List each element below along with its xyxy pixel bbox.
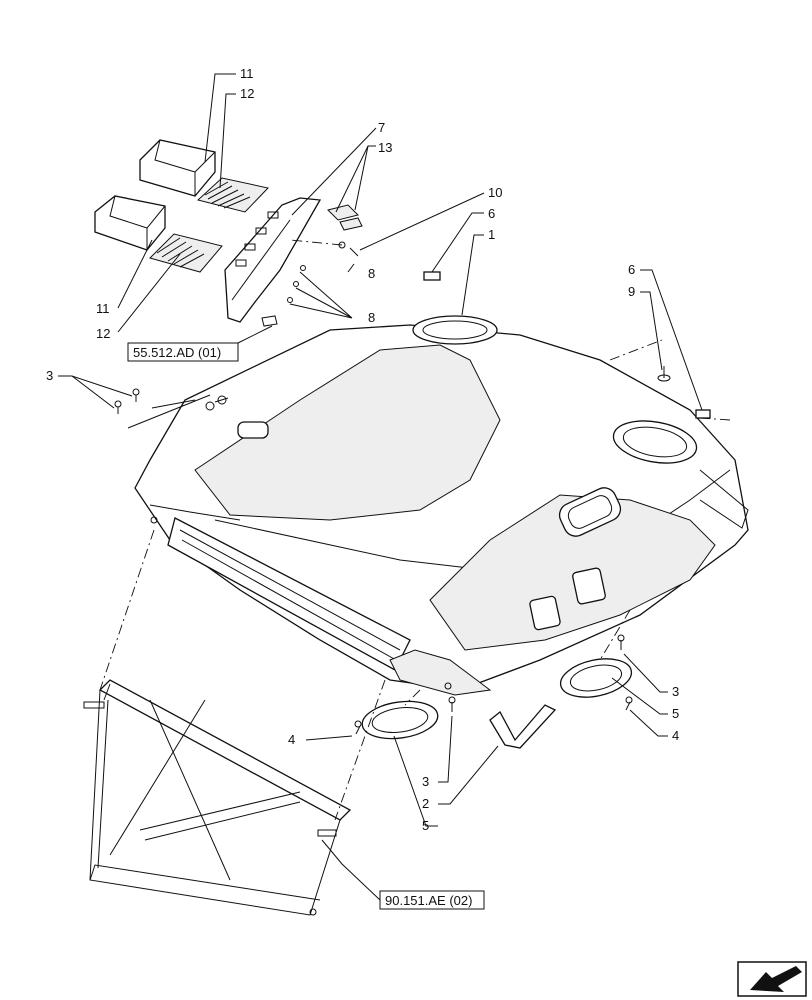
callout-8-lower: 8 [368,310,375,325]
callout-11-top: 11 [240,66,254,81]
fasteners [114,241,711,429]
callout-6-right: 6 [628,262,635,277]
callout-13: 13 [378,140,392,155]
frame-assembly [83,679,352,916]
callout-4-left: 4 [288,732,295,747]
callout-12-bottom: 12 [96,326,110,341]
alignment-lines [99,239,731,821]
callout-12-top: 12 [240,86,254,101]
callout-5-right: 5 [672,706,679,721]
air-vent-upper [139,139,269,213]
reference-link-90-151-ae[interactable]: 90.151.AE (02) [379,890,485,910]
reference-label-ae: 90.151.AE (02) [385,893,472,908]
bracket-part-7 [224,197,363,323]
callout-11-bottom: 11 [96,301,110,316]
speaker-grille-right [559,658,633,698]
air-vent-lower [94,195,223,273]
reference-label-ad: 55.512.AD (01) [133,345,221,360]
callout-1: 1 [488,227,495,242]
speaker-grille-left [361,700,439,740]
callout-6-top: 6 [488,206,495,221]
leader-lines [58,73,703,901]
arrow-navigation-icon[interactable] [737,961,807,997]
screws-lower [354,634,633,735]
callout-2: 2 [422,796,429,811]
headliner-part-1 [134,315,749,696]
grab-handle-part-2 [489,704,557,749]
callout-5-bottom: 5 [422,818,429,833]
callout-7: 7 [378,120,385,135]
callout-labels: 11 12 7 13 10 6 1 8 8 11 12 6 9 3 3 5 4 … [46,66,679,833]
callout-8-upper: 8 [368,266,375,281]
callout-10: 10 [488,185,502,200]
callout-9: 9 [628,284,635,299]
callout-3-left: 3 [46,368,53,383]
callout-3-right: 3 [672,684,679,699]
callout-3-bottom: 3 [422,774,429,789]
callout-4-right: 4 [672,728,679,743]
reference-link-55-512-ad[interactable]: 55.512.AD (01) [127,342,239,362]
